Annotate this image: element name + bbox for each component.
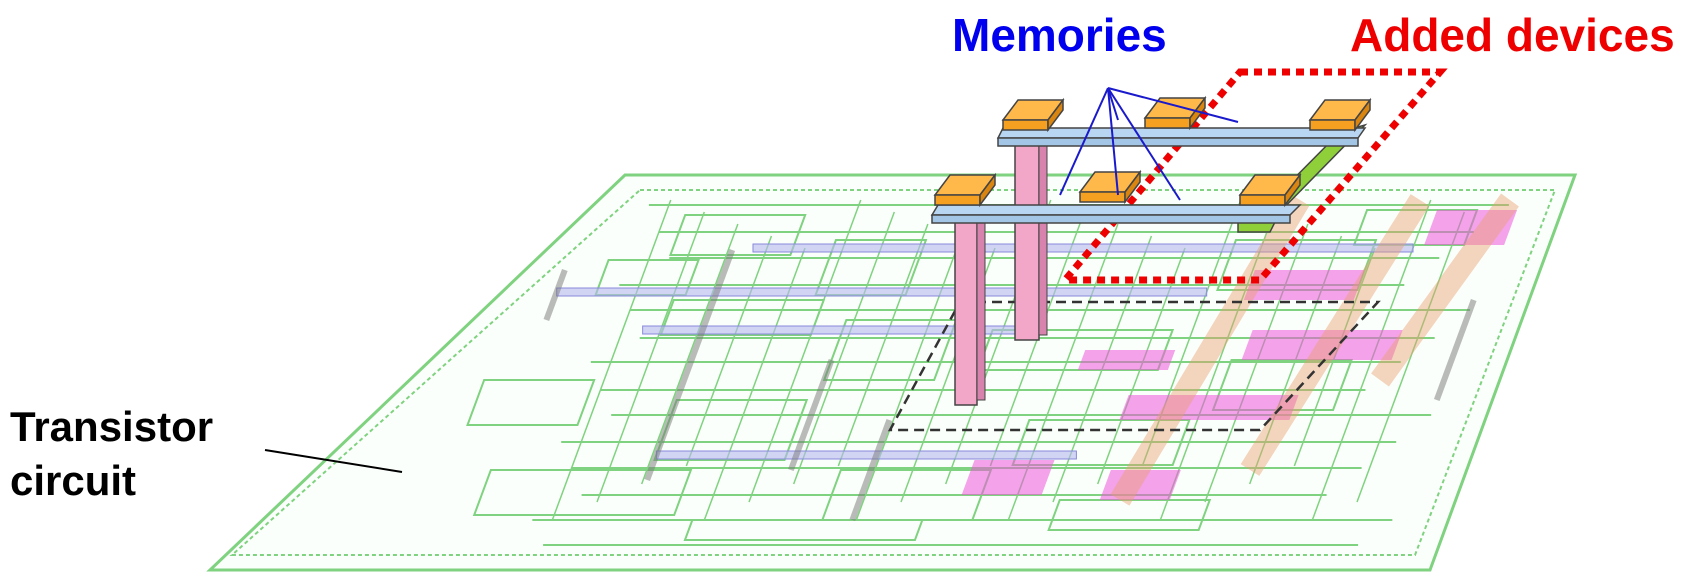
magenta-region xyxy=(1119,395,1299,420)
gray-rail xyxy=(849,418,893,522)
pad-side xyxy=(1189,95,1206,131)
circuit-via-line xyxy=(1356,211,1466,503)
memory-pad-icon xyxy=(1308,97,1372,133)
pad-side xyxy=(1284,172,1301,208)
memory-plate-lower xyxy=(930,204,1302,224)
circuit-traces xyxy=(466,199,1509,546)
pad-front xyxy=(934,194,981,206)
pad-front xyxy=(1239,194,1286,206)
pad-side xyxy=(1354,97,1371,133)
memory-pad-icon xyxy=(1238,172,1302,208)
magenta-region xyxy=(1099,470,1181,500)
memory-pad-icon xyxy=(1143,95,1207,131)
hatch-band xyxy=(1110,194,1310,506)
transistor-circuit-label: Transistor circuit xyxy=(10,403,214,504)
circuit-via-line xyxy=(1159,211,1276,521)
gray-rail xyxy=(543,268,568,322)
pad-front xyxy=(1309,119,1356,131)
magenta-region xyxy=(961,460,1055,495)
dashed-device-outline xyxy=(887,300,1381,432)
magenta-regions xyxy=(961,210,1518,500)
blue-bus xyxy=(655,450,1077,460)
gray-rail xyxy=(1433,298,1477,402)
pad-front xyxy=(1144,117,1191,129)
hatch-band xyxy=(1240,194,1430,476)
die-outline xyxy=(206,173,1578,572)
circuit-via-line xyxy=(792,211,896,485)
memories-label: Memories xyxy=(952,9,1167,61)
magenta-region xyxy=(1243,270,1365,300)
transistor-circuit-die xyxy=(206,173,1578,572)
circuit-block xyxy=(683,519,924,541)
circuit-block xyxy=(472,469,693,516)
hatch-band xyxy=(1371,193,1519,387)
gray-rails xyxy=(543,248,1477,522)
circuit-via-line xyxy=(685,235,773,467)
vias xyxy=(954,134,1048,406)
circuit-via-line xyxy=(640,223,739,485)
magenta-region xyxy=(1241,330,1403,360)
memory-pads xyxy=(933,95,1372,208)
circuit-block xyxy=(820,469,993,521)
pad-side xyxy=(979,172,996,208)
via-pillar-left xyxy=(954,214,986,406)
circuit-block xyxy=(668,214,807,256)
magenta-region xyxy=(1077,350,1176,370)
circuit-block xyxy=(466,379,596,426)
added-devices-label: Added devices xyxy=(1350,9,1675,61)
pad-side xyxy=(1047,97,1064,133)
memory-pad-icon xyxy=(933,172,997,208)
gray-rail xyxy=(644,248,736,482)
orange-hatch-regions xyxy=(1110,193,1519,506)
blue-bus xyxy=(556,287,1208,297)
memory-pad-icon xyxy=(1001,97,1065,133)
pad-front xyxy=(1002,119,1049,131)
pad-side xyxy=(1124,169,1141,205)
circuit-via-line xyxy=(551,199,672,521)
memory-pointer-lines xyxy=(1059,87,1239,201)
via-pillar-right xyxy=(1014,134,1048,341)
circuit-via-line xyxy=(596,211,706,503)
magenta-region xyxy=(1424,210,1518,245)
circuit-via-line xyxy=(837,223,929,467)
memory-pad-icon xyxy=(1078,169,1142,205)
transistor-pointer-line xyxy=(264,449,403,473)
gray-rail xyxy=(788,358,835,472)
blue-bus xyxy=(752,243,1414,253)
circuit-via-line xyxy=(855,235,963,521)
